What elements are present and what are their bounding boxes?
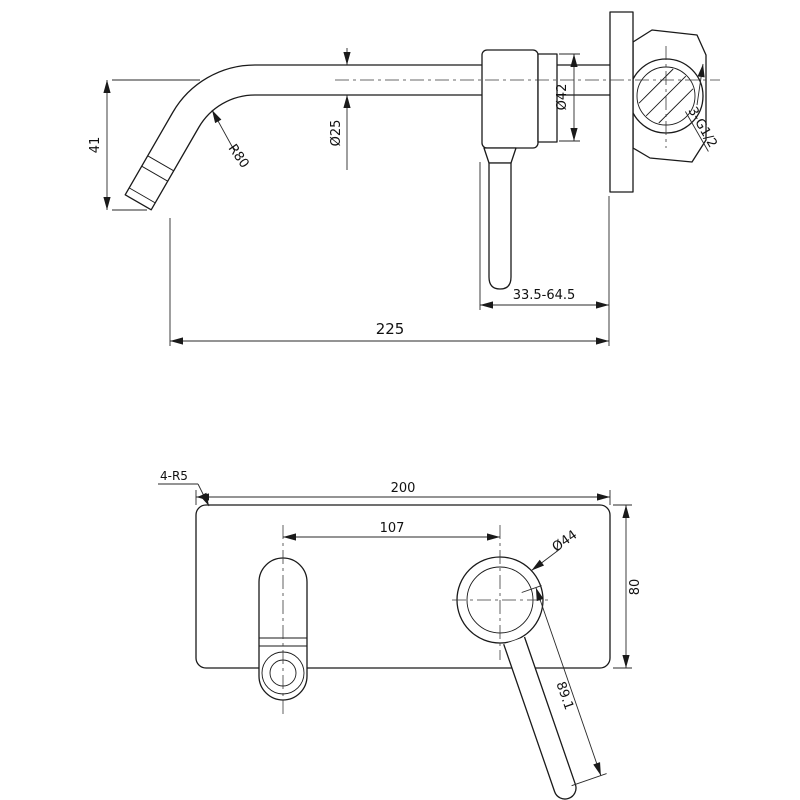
- dim-label-200: 200: [391, 481, 416, 496]
- handle-neck: [483, 147, 517, 164]
- label-corner-radius: 4-R5: [158, 469, 210, 507]
- dim-label-41: 41: [88, 137, 103, 154]
- dim-wall-depth: 33.5-64.5: [479, 162, 610, 346]
- handle-lever-side: [488, 162, 512, 290]
- dim-plate-height: 80: [613, 504, 643, 669]
- dim-label-r80: R80: [225, 142, 252, 172]
- spout-seam-1: [147, 155, 174, 172]
- dim-label-depth: 33.5-64.5: [513, 288, 576, 303]
- spout-seam-2: [141, 165, 168, 182]
- dim-label-dia25: Ø25: [329, 120, 344, 147]
- dim-spout-drop: 41: [88, 79, 200, 211]
- wall-plate: [609, 11, 634, 193]
- trim-flange: [537, 53, 558, 143]
- side-view: 41 R80 Ø25 Ø42 3-G1/2: [88, 11, 720, 346]
- spout-tip-edge: [128, 187, 156, 204]
- dim-spout-radius: R80: [211, 109, 252, 172]
- dim-label-80: 80: [628, 579, 643, 596]
- dim-label-dia42: Ø42: [555, 84, 570, 111]
- port-hatch-2: [658, 88, 694, 124]
- front-view: 4-R5 200 107 Ø44 80: [158, 469, 643, 800]
- dim-overall-length: 225: [169, 218, 609, 346]
- port-hatch-3: [638, 68, 674, 104]
- dim-label-107: 107: [380, 521, 405, 536]
- dim-label-4r5: 4-R5: [160, 469, 188, 483]
- mixer-body: [481, 49, 539, 149]
- dim-plate-width: 200: [195, 481, 611, 505]
- dim-spout-dia: Ø25: [329, 48, 351, 170]
- dim-center-distance: 107: [283, 521, 500, 541]
- rough-in-body: [632, 29, 707, 163]
- dim-label-225: 225: [376, 320, 405, 338]
- dim-trim-dia: Ø42: [555, 53, 580, 142]
- dim-label-89: 89.1: [553, 680, 577, 712]
